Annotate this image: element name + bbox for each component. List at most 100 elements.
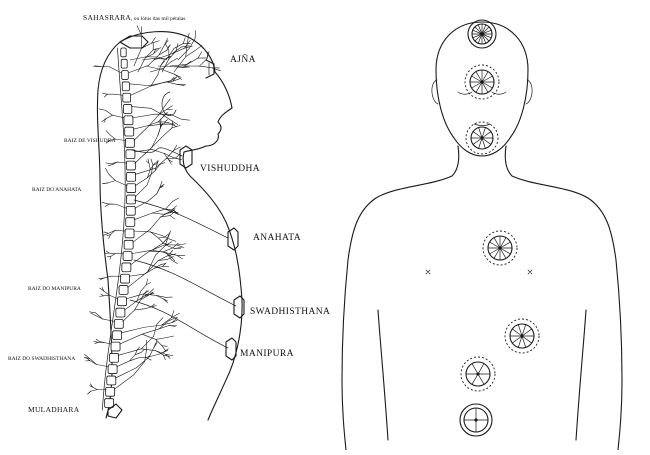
nerve-branch <box>161 350 168 353</box>
nerve-branch <box>149 348 153 357</box>
nerve-branch <box>162 346 166 351</box>
nerve-branch <box>132 107 151 109</box>
nerve-branch <box>116 204 127 208</box>
nerve-branch <box>170 216 175 219</box>
nerve-branch <box>111 254 115 257</box>
vertebra <box>127 172 136 181</box>
vertebra <box>110 353 119 362</box>
nerve-branch <box>144 307 151 309</box>
nerve-branch <box>195 45 202 50</box>
nerve-branch <box>109 253 115 254</box>
vertebra <box>106 387 115 396</box>
vertebra <box>124 116 133 125</box>
vertebra <box>125 127 134 136</box>
nerve-branch <box>116 139 126 140</box>
vertebra <box>121 274 130 283</box>
nerve-branch <box>170 239 176 241</box>
nerve-branch <box>105 204 109 206</box>
label-anahata: ANAHATA <box>253 233 301 243</box>
vertebra <box>126 150 135 159</box>
nerve-branch <box>103 183 108 184</box>
nerve-branch <box>150 232 158 238</box>
nerve-branch <box>92 387 97 390</box>
nerve-branch <box>162 346 167 347</box>
nerve-branch <box>148 194 157 201</box>
nerve-branch <box>138 58 145 72</box>
nerve-branch <box>181 119 189 120</box>
nerve-branch <box>175 155 179 158</box>
nerve-branch <box>105 110 112 115</box>
vertebra <box>125 139 134 148</box>
front-torso-figure <box>342 20 622 450</box>
nerve-branch <box>129 65 148 72</box>
chakra-wheel-muladhara <box>460 404 492 436</box>
nerve-network <box>84 26 236 394</box>
nerve-branch <box>161 61 165 65</box>
nerve-branch <box>141 350 144 353</box>
nerve-branch <box>99 109 105 110</box>
nerve-branch <box>167 106 173 110</box>
vertebra <box>122 82 129 91</box>
nerve-branch <box>165 99 170 105</box>
nerve-branch <box>141 336 153 348</box>
nerve-branch <box>117 162 127 163</box>
nerve-branch <box>146 283 150 285</box>
nerve-branch <box>175 158 181 160</box>
mouth <box>474 124 490 126</box>
nerve-branch <box>158 238 163 243</box>
nerve-branch <box>150 289 153 293</box>
vertebra <box>107 376 116 385</box>
nerve-branch <box>121 327 144 333</box>
nerve-branch <box>136 357 149 368</box>
label-raiz-anahata: RAIZ DO ANAHATA <box>32 187 81 193</box>
nerve-channel <box>134 200 228 238</box>
nerve-branch <box>173 243 179 248</box>
nerve-branch <box>109 174 116 181</box>
lotus-marker-vishuddha <box>180 146 192 168</box>
nerve-branch <box>104 342 112 344</box>
nerve-branch <box>91 313 96 315</box>
nerve-branch <box>172 125 180 127</box>
nerve-branch <box>147 174 151 185</box>
nerve-branch <box>132 250 152 253</box>
nerve-branch <box>91 390 97 391</box>
nerve-branch <box>131 86 151 95</box>
nerve-branch <box>137 26 141 35</box>
nerve-channel <box>130 300 228 348</box>
profile-outline <box>97 32 242 420</box>
nerve-branch <box>102 202 108 204</box>
vertebra <box>118 297 127 306</box>
label-raiz-vishudda: RAIZ DE VISHUDDA <box>64 138 116 144</box>
nerve-branch <box>150 217 160 229</box>
vertebra <box>126 161 135 170</box>
label-raiz-swadhisthana: RAIZ DO SWADHISTHANA <box>8 356 75 362</box>
nerve-branch <box>141 285 146 291</box>
nerve-branch <box>135 185 147 197</box>
nerve-branch <box>111 230 116 234</box>
nerve-branch <box>106 115 112 118</box>
nerve-branch <box>145 54 153 58</box>
nerve-branch <box>158 66 161 75</box>
nerve-branch <box>104 295 110 296</box>
nerve-branch <box>149 354 161 357</box>
nerve-branch <box>118 349 141 356</box>
nerve-branch <box>171 58 177 61</box>
nerve-branch <box>86 357 90 360</box>
vertebra <box>111 342 120 351</box>
vertebra <box>119 286 128 295</box>
nerve-branch <box>146 279 147 285</box>
nerve-branch <box>132 114 154 118</box>
chakra-wheel-manipura <box>505 319 539 353</box>
chakra-wheel-vishuddha <box>466 122 498 154</box>
nipple-right <box>528 270 532 274</box>
nerve-branch <box>104 232 108 233</box>
nerve-branch <box>156 338 166 340</box>
nerve-branch <box>149 114 159 125</box>
label-sahasrara-sub: , ou lótus das mil pétalas <box>131 16 185 22</box>
nerve-branch <box>167 46 170 51</box>
nerve-branch <box>142 58 155 60</box>
nerve-branch <box>156 339 162 345</box>
side-profile-figure: SAHASRARA , ou lótus das mil pétalas AJÑ… <box>8 13 330 420</box>
nerve-branch <box>172 198 178 202</box>
